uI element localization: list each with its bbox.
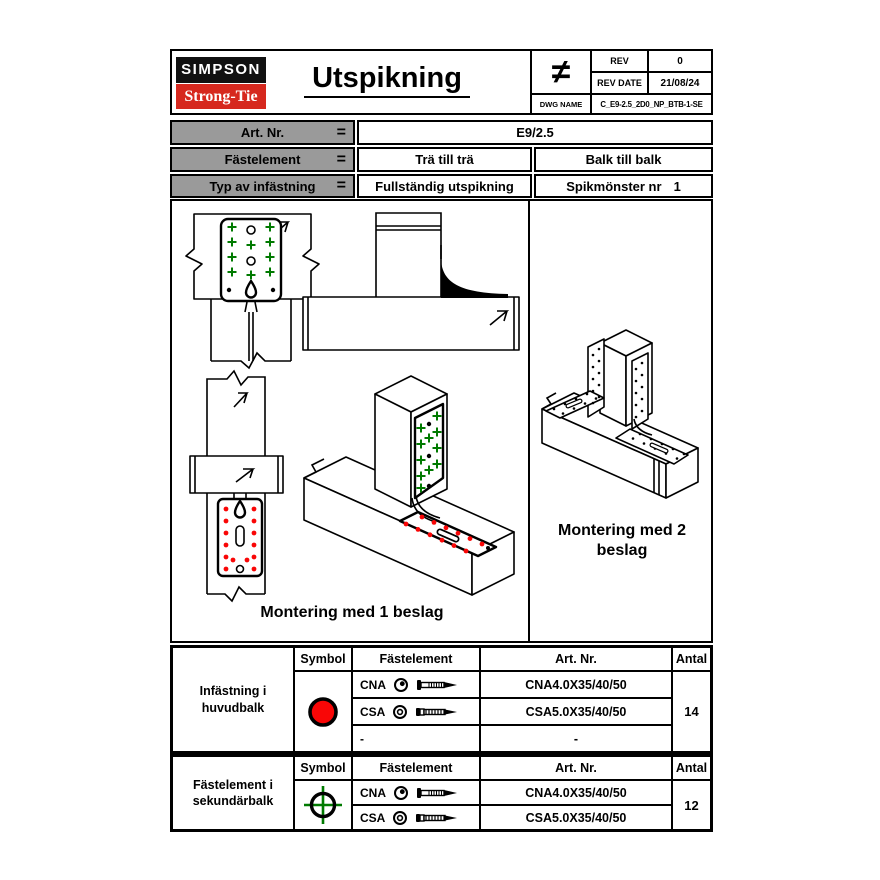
drawing-area: Montering med 1 beslag (170, 199, 713, 643)
typ-av-infastning-value: Fullständig utspikning (357, 174, 532, 198)
fastelement-label: Fästelement = (170, 147, 355, 172)
art-nr-value: E9/2.5 (357, 120, 713, 145)
header-art-nr: Art. Nr. (481, 648, 671, 670)
caption-two-brackets: Montering med 2 beslag (557, 522, 686, 559)
main-beam-symbol-cell (295, 672, 351, 751)
csa-head-icon (393, 704, 408, 719)
header-symbol: Symbol (295, 648, 351, 670)
revision-table: ≠ REV 0 REV DATE 21/08/24 DWG NAME C_E9-… (530, 51, 711, 113)
fastener-row-csa: CSA (353, 699, 479, 724)
typ-av-infastning-label: Typ av infästning = (170, 174, 355, 198)
spikmonster-value: Spikmönster nr 1 (534, 174, 713, 198)
drawing-sheet: SIMPSON Strong-Tie Utspikning ≠ REV 0 RE… (170, 49, 713, 832)
fastener-row-cna: CNA (353, 672, 479, 697)
dwg-name-value: C_E9-2.5_2D0_NP_BTB-1-SE (592, 95, 711, 113)
csa-head-icon (393, 810, 408, 825)
header-antal: Antal (673, 757, 710, 779)
red-circle-symbol-icon (308, 696, 338, 727)
category-secondary-beam: Fästelement i sekundärbalk (173, 757, 293, 829)
secondary-beam-fastener-table: Fästelement i sekundärbalk Symbol Fästel… (170, 754, 713, 832)
projection-symbol-icon: ≠ (532, 51, 590, 93)
cna-nail-icon (417, 787, 457, 798)
header-symbol: Symbol (295, 757, 351, 779)
header-antal: Antal (673, 648, 710, 670)
main-beam-fastener-table: Infästning i huvudbalk Symbol Fästelemen… (170, 645, 713, 754)
antal-main-beam: 14 (673, 672, 710, 751)
art-nr-label: Art. Nr. = (170, 120, 355, 145)
rev-date-value: 21/08/24 (649, 73, 711, 93)
logo-strongtie: Strong-Tie (176, 84, 266, 109)
antal-secondary-beam: 12 (673, 781, 710, 829)
caption-one-bracket: Montering med 1 beslag (260, 604, 444, 621)
cna-nail-icon (417, 679, 457, 690)
fastener-row-cna: CNA (353, 781, 479, 804)
rev-value: 0 (649, 51, 711, 71)
isometric-two-brackets-drawing (541, 329, 699, 499)
cna-head-icon (394, 785, 408, 800)
fastelement-value-2: Balk till balk (534, 147, 713, 172)
spikmonster-number: 1 (673, 178, 681, 194)
art-nr-csa: CSA5.0X35/40/50 (481, 699, 671, 724)
art-nr-cna: CNA4.0X35/40/50 (481, 781, 671, 804)
header-fastener: Fästelement (353, 648, 479, 670)
header-fastener: Fästelement (353, 757, 479, 779)
page-title: Utspikning (242, 62, 532, 98)
dwg-name-label: DWG NAME (532, 95, 590, 113)
front-view-secondary-beam-drawing (185, 213, 320, 370)
front-view-main-beam-drawing (189, 369, 284, 603)
secondary-beam-symbol-cell (295, 781, 351, 829)
equals-sign: = (336, 150, 346, 168)
side-view-joint-drawing (302, 212, 520, 351)
equals-sign: = (336, 177, 346, 194)
info-row-art-nr: Art. Nr. = E9/2.5 (170, 120, 713, 145)
csa-screw-icon (416, 707, 458, 716)
cna-head-icon (394, 677, 408, 692)
fastelement-value-1: Trä till trä (357, 147, 532, 172)
fastener-row-csa: CSA (353, 806, 479, 829)
art-nr-csa: CSA5.0X35/40/50 (481, 806, 671, 829)
art-nr-dash: - (481, 726, 671, 751)
category-main-beam: Infästning i huvudbalk (173, 648, 293, 751)
info-row-fastelement: Fästelement = Trä till trä Balk till bal… (170, 147, 713, 172)
rev-label: REV (592, 51, 647, 71)
simpson-strongtie-logo: SIMPSON Strong-Tie (176, 57, 266, 109)
info-row-typ-av-infastning: Typ av infästning = Fullständig utspikni… (170, 174, 713, 198)
rev-date-label: REV DATE (592, 73, 647, 93)
panel-divider (528, 201, 530, 641)
csa-screw-icon (416, 813, 458, 822)
green-crosshair-symbol-icon (304, 786, 342, 824)
title-block: SIMPSON Strong-Tie Utspikning ≠ REV 0 RE… (170, 49, 713, 115)
art-nr-cna: CNA4.0X35/40/50 (481, 672, 671, 697)
logo-simpson: SIMPSON (176, 57, 266, 83)
isometric-one-bracket-drawing (303, 375, 515, 596)
fastener-row-dash: - (353, 726, 479, 751)
equals-sign: = (336, 123, 346, 141)
header-art-nr: Art. Nr. (481, 757, 671, 779)
